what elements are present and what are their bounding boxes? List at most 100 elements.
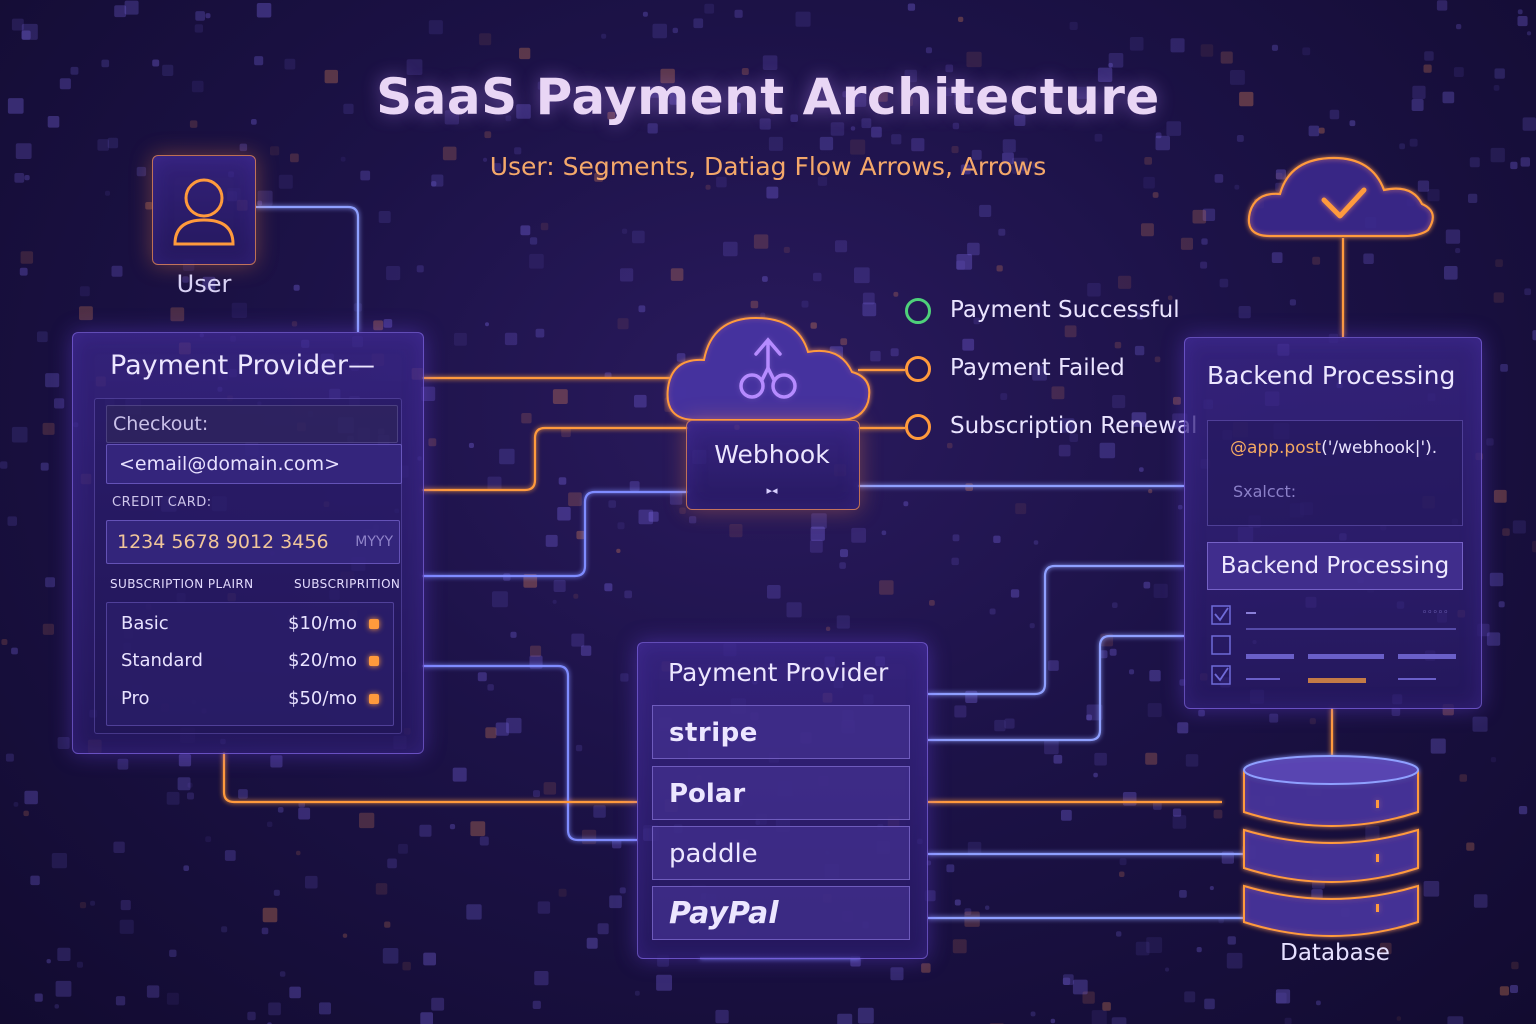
plan-option-pro[interactable]: Pro $50/mo bbox=[121, 688, 379, 716]
bg-square bbox=[1271, 252, 1283, 263]
bg-square bbox=[267, 821, 273, 827]
bg-square bbox=[1468, 193, 1478, 203]
bg-square bbox=[1002, 152, 1014, 165]
page-title: SaaS Payment Architecture bbox=[376, 68, 1160, 126]
task-counter: ◦◦◦◦◦ bbox=[1422, 608, 1449, 618]
bg-square bbox=[1275, 182, 1284, 192]
bg-square bbox=[1119, 871, 1125, 877]
bg-square bbox=[487, 476, 502, 491]
provider-polar[interactable]: Polar bbox=[652, 766, 910, 820]
bg-square bbox=[795, 11, 811, 27]
bg-square bbox=[23, 810, 29, 817]
bg-square bbox=[1122, 792, 1137, 806]
bg-square bbox=[107, 137, 119, 149]
bg-square bbox=[1166, 121, 1182, 136]
email-field[interactable]: <email@domain.com> bbox=[106, 444, 402, 484]
webhook-mark: ▸◂ bbox=[766, 484, 778, 497]
bg-square bbox=[1062, 977, 1071, 985]
bg-square bbox=[762, 55, 778, 70]
bg-square bbox=[1172, 808, 1182, 817]
bg-square bbox=[11, 18, 24, 31]
bg-square bbox=[492, 591, 508, 608]
bg-square bbox=[1129, 669, 1135, 675]
event-label: Subscription Renewal bbox=[950, 413, 1198, 439]
bg-square bbox=[1318, 127, 1325, 134]
bg-square bbox=[1173, 396, 1181, 405]
bg-square bbox=[956, 260, 966, 270]
bg-square bbox=[221, 926, 228, 933]
bg-square bbox=[342, 933, 348, 938]
bg-square bbox=[21, 30, 31, 40]
provider-paddle[interactable]: paddle bbox=[652, 826, 910, 880]
webhook-node[interactable] bbox=[686, 420, 860, 510]
bg-square bbox=[871, 126, 882, 138]
bg-square bbox=[534, 971, 549, 986]
bg-square bbox=[170, 307, 185, 322]
bg-square bbox=[715, 1009, 729, 1024]
bg-square bbox=[994, 719, 1006, 732]
event-label: Payment Successful bbox=[950, 297, 1180, 323]
bg-square bbox=[638, 305, 646, 313]
bg-square bbox=[1129, 37, 1144, 51]
bg-square bbox=[967, 242, 980, 256]
bg-square bbox=[1032, 161, 1039, 169]
bg-square bbox=[1365, 826, 1380, 841]
bg-square bbox=[386, 266, 401, 281]
bg-square bbox=[1265, 796, 1275, 806]
bg-square bbox=[1518, 806, 1528, 815]
bg-square bbox=[557, 507, 571, 521]
bg-square bbox=[470, 821, 486, 837]
bg-square bbox=[819, 136, 834, 151]
bg-square bbox=[1072, 979, 1088, 995]
bg-square bbox=[1221, 851, 1234, 864]
event-label: Payment Failed bbox=[950, 355, 1125, 381]
provider-paypal[interactable]: PayPal bbox=[652, 886, 910, 940]
user-node[interactable] bbox=[152, 155, 256, 265]
bg-square bbox=[1510, 161, 1518, 170]
bg-square bbox=[601, 33, 607, 39]
bg-square bbox=[1226, 952, 1243, 969]
bg-square bbox=[254, 56, 264, 66]
bg-square bbox=[1522, 117, 1536, 131]
bg-square bbox=[114, 5, 127, 18]
bg-square bbox=[1495, 259, 1503, 267]
plan-option-basic[interactable]: Basic $10/mo bbox=[121, 613, 379, 641]
bg-square bbox=[1308, 125, 1320, 137]
bg-square bbox=[1119, 858, 1127, 866]
bg-square bbox=[452, 767, 467, 782]
bg-square bbox=[593, 805, 606, 818]
bg-square bbox=[979, 204, 992, 217]
bg-square bbox=[238, 789, 248, 799]
provider-stripe[interactable]: stripe bbox=[652, 705, 910, 759]
bg-square bbox=[1269, 713, 1279, 723]
card-number-field[interactable]: 1234 5678 9012 3456 MYYY bbox=[106, 520, 400, 564]
bg-square bbox=[870, 350, 881, 362]
plan-option-standard[interactable]: Standard $20/mo bbox=[121, 650, 379, 678]
bg-square bbox=[1456, 24, 1462, 30]
bg-square bbox=[13, 802, 19, 807]
backend-title: Backend Processing bbox=[1207, 361, 1456, 390]
bg-square bbox=[1238, 306, 1251, 319]
bg-square bbox=[1069, 433, 1078, 442]
bg-square bbox=[373, 320, 384, 331]
bg-square bbox=[1489, 572, 1504, 587]
bg-square bbox=[709, 98, 718, 107]
bg-square bbox=[183, 865, 189, 871]
bg-square bbox=[537, 901, 551, 914]
bg-square bbox=[903, 96, 913, 107]
bg-square bbox=[558, 477, 567, 485]
bg-square bbox=[642, 11, 648, 17]
bg-square bbox=[1424, 51, 1434, 61]
bg-square bbox=[573, 593, 579, 599]
bg-square bbox=[57, 947, 71, 961]
bg-square bbox=[146, 985, 160, 998]
bg-square bbox=[760, 312, 766, 318]
backend-processing-button[interactable]: Backend Processing bbox=[1207, 542, 1463, 590]
plan-indicator-icon bbox=[369, 656, 379, 666]
payment-provider-title: Payment Provider— bbox=[110, 350, 375, 381]
bg-square bbox=[484, 131, 492, 139]
bg-square bbox=[57, 737, 70, 749]
bg-square bbox=[996, 265, 1003, 272]
bg-square bbox=[1469, 157, 1480, 168]
bg-square bbox=[54, 1004, 59, 1009]
